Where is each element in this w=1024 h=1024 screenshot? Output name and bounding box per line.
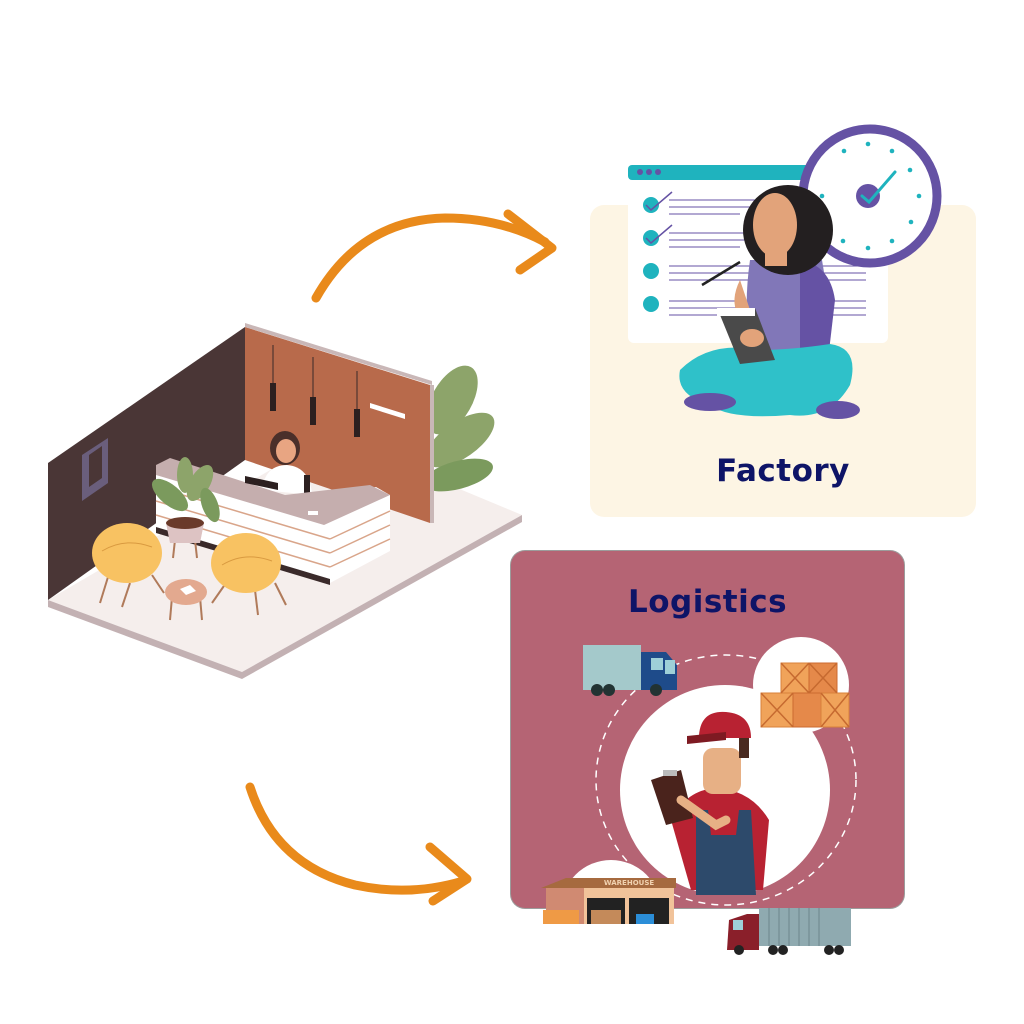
woman-worker-icon xyxy=(679,185,860,419)
plant-leaves-icon xyxy=(423,365,495,492)
coffee-table-icon xyxy=(165,579,207,621)
armchair-left-icon xyxy=(92,523,165,608)
dark-wall xyxy=(48,327,245,600)
factory-label: Factory xyxy=(716,453,850,489)
cargo-crates-icon xyxy=(760,662,850,728)
logistics-worker-illustration: WAREHOUSE xyxy=(511,620,904,960)
pendant-lamps-icon xyxy=(270,345,405,437)
logistics-worker-icon xyxy=(651,711,769,895)
warehouse-sign: WAREHOUSE xyxy=(604,879,655,887)
dashed-orbit xyxy=(595,654,857,906)
arrow-to-factory xyxy=(300,200,560,310)
reception-office-illustration xyxy=(40,315,530,685)
worker-checklist-clock-illustration xyxy=(590,120,980,440)
armchair-right-icon xyxy=(211,533,287,616)
logistics-label: Logistics xyxy=(627,584,788,620)
arrow-to-logistics xyxy=(235,775,485,915)
potted-plant-icon xyxy=(151,457,220,559)
semi-truck-icon xyxy=(727,908,851,955)
warehouse-icon: WAREHOUSE xyxy=(541,878,676,924)
delivery-truck-icon xyxy=(583,645,677,696)
